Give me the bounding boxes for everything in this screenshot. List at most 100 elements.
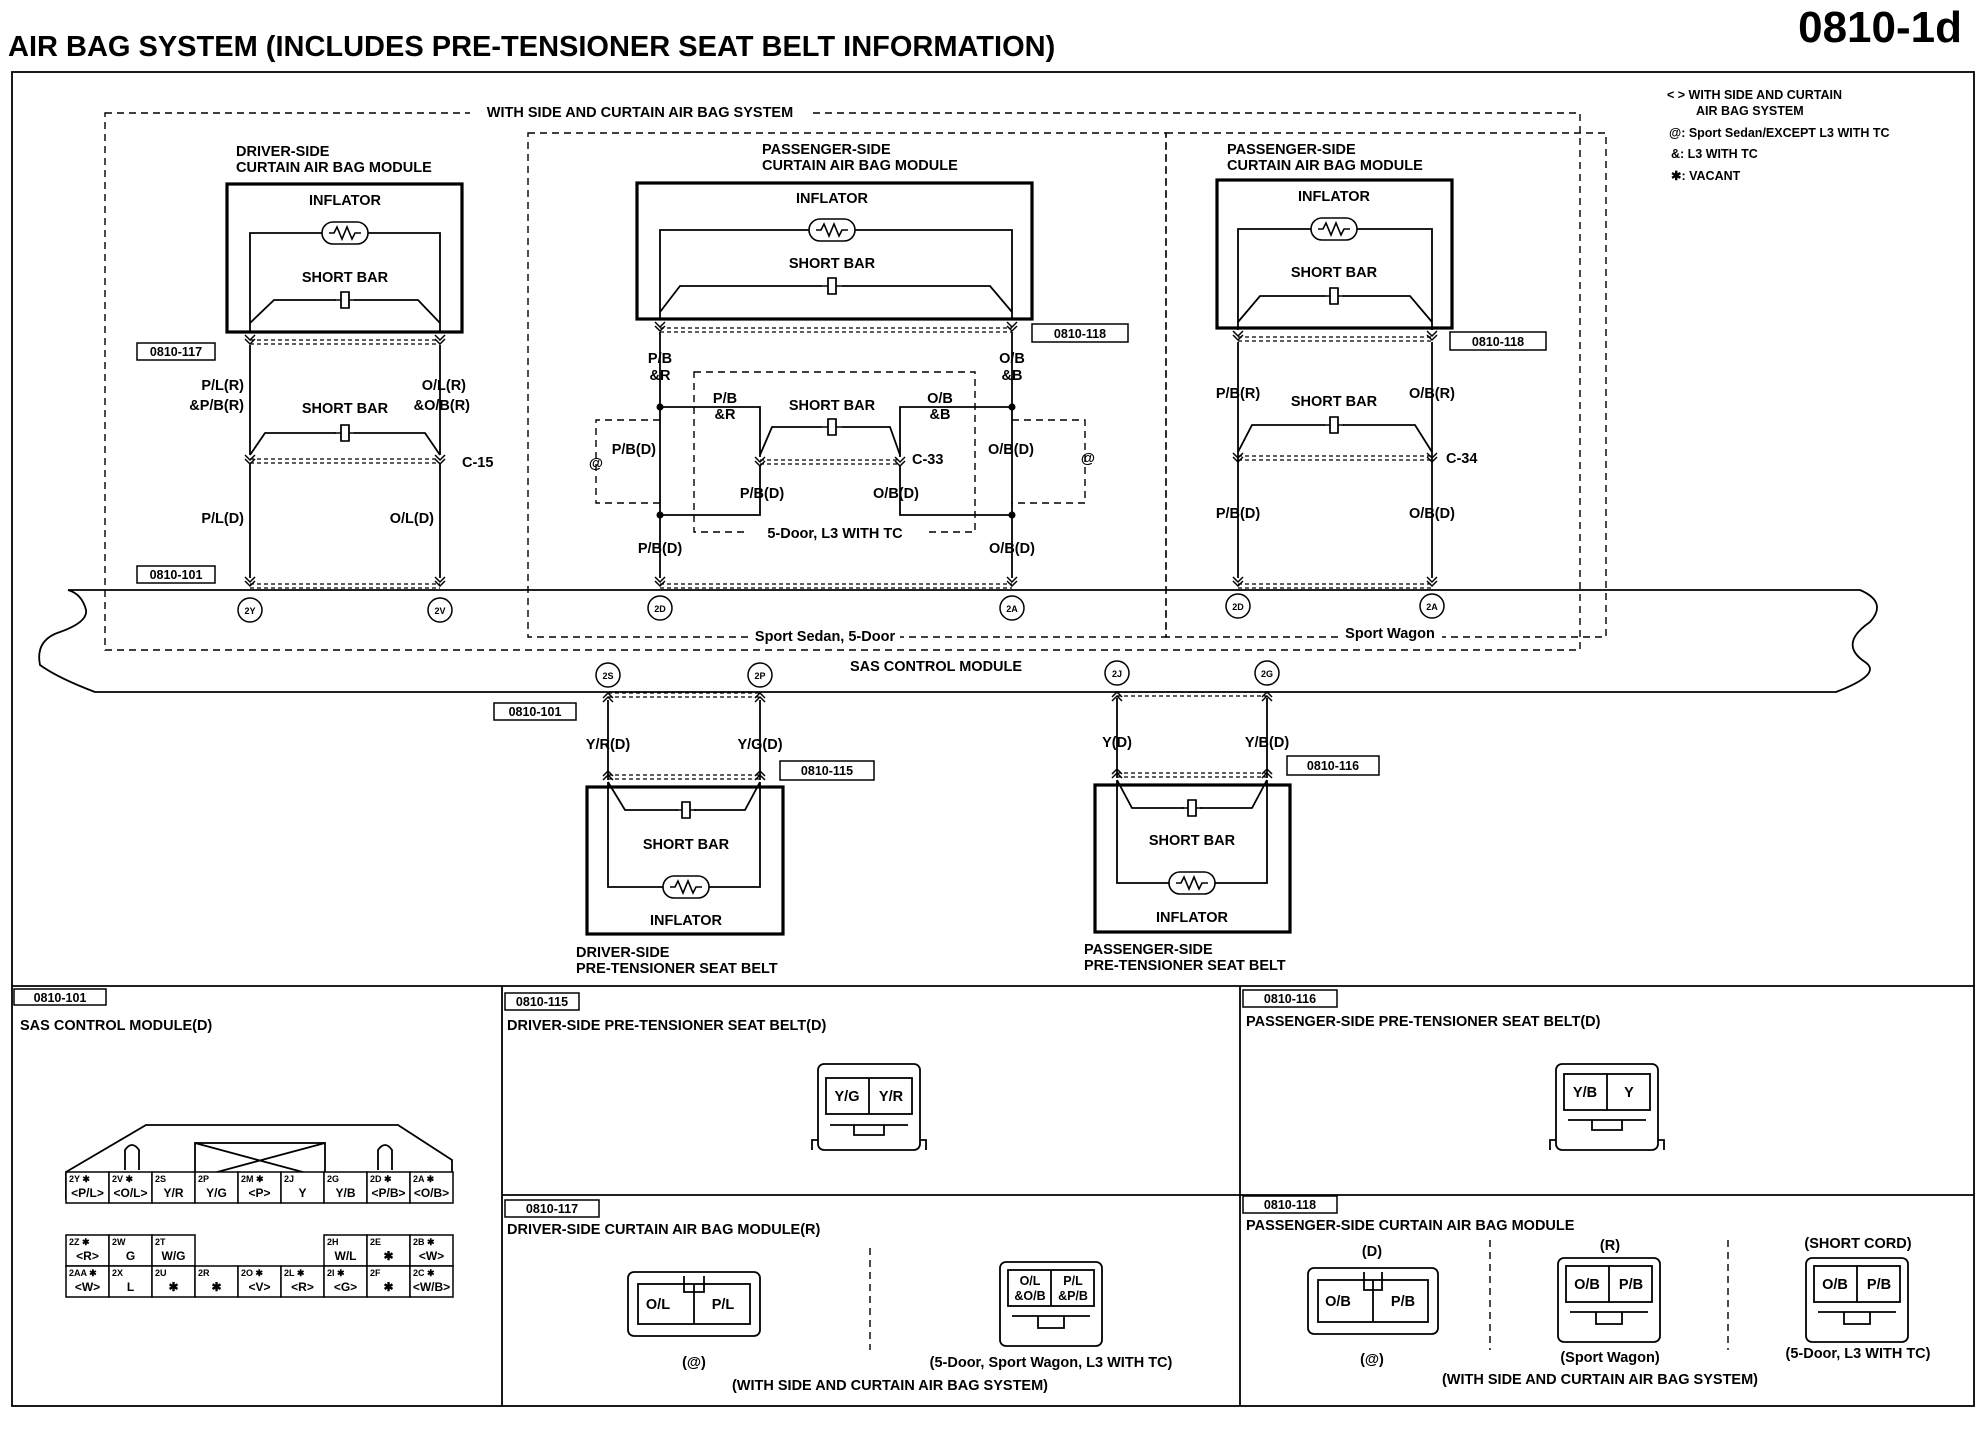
svg-text:O/L(R): O/L(R) — [422, 378, 466, 394]
sas-pin-color: <V> — [248, 1280, 270, 1294]
svg-text:P/B: P/B — [1619, 1277, 1643, 1293]
svg-text:SHORT BAR: SHORT BAR — [1291, 394, 1378, 410]
sas-pin-number: 2A ✱ — [413, 1174, 435, 1184]
svg-text:2D: 2D — [1232, 602, 1244, 612]
sas-pin-number: 2D ✱ — [370, 1174, 392, 1184]
sas-pin-number: 2AA ✱ — [69, 1268, 97, 1278]
passenger-curtain-right-wiring: 0810-118 P/B(R) O/B(R) SHORT BAR C-34 P/… — [1216, 330, 1547, 642]
svg-text:PASSENGER-SIDE PRE-TENSIONER S: PASSENGER-SIDE PRE-TENSIONER SEAT BELT(D… — [1246, 1014, 1601, 1030]
svg-text:0810-101: 0810-101 — [34, 991, 87, 1005]
svg-text:P/L(D): P/L(D) — [201, 511, 244, 527]
sas-pin-number: 2P — [198, 1174, 209, 1184]
svg-text:C-15: C-15 — [462, 455, 493, 471]
sas-pin-cell — [323, 1265, 368, 1298]
sas-pin-color: <W> — [75, 1280, 100, 1294]
sas-pin-number: 2X — [112, 1268, 123, 1278]
svg-text:SAS CONTROL MODULE(D): SAS CONTROL MODULE(D) — [20, 1018, 212, 1034]
sas-pin-color: Y — [298, 1186, 306, 1200]
driver-pretensioner-wiring: 2S 2P 0810-101 Y/R(D) Y/G(D) 0810-115 — [493, 662, 875, 781]
svg-text:@: Sport Sedan/EXCEPT L3 WITH: @: Sport Sedan/EXCEPT L3 WITH TC — [1669, 126, 1890, 140]
panel-driver-curtain: 0810-117 DRIVER-SIDE CURTAIN AIR BAG MOD… — [504, 1199, 1173, 1394]
svg-text:P/B(D): P/B(D) — [1216, 506, 1260, 522]
sas-pin-cell — [108, 1171, 153, 1204]
svg-text:SHORT BAR: SHORT BAR — [302, 270, 389, 286]
svg-text:0810-117: 0810-117 — [526, 1202, 578, 1216]
svg-text:O/L: O/L — [1020, 1274, 1041, 1288]
sas-pin-color: <P> — [248, 1186, 270, 1200]
svg-text:0810-116: 0810-116 — [1264, 992, 1316, 1006]
svg-text:0810-101: 0810-101 — [150, 568, 203, 582]
svg-text:P/L(R): P/L(R) — [201, 378, 244, 394]
svg-text:Sport Wagon: Sport Wagon — [1345, 626, 1435, 642]
svg-text:C-34: C-34 — [1446, 451, 1477, 467]
sas-pin-color: ✱ — [168, 1280, 178, 1294]
panel-driver-pretensioner: 0810-115 DRIVER-SIDE PRE-TENSIONER SEAT … — [504, 992, 927, 1151]
svg-text:2A: 2A — [1426, 602, 1438, 612]
svg-text:2V: 2V — [434, 606, 445, 616]
svg-text:PRE-TENSIONER SEAT BELT: PRE-TENSIONER SEAT BELT — [576, 961, 778, 977]
sas-pin-cell — [194, 1265, 239, 1298]
sas-pin-color: ✱ — [383, 1249, 393, 1263]
svg-text:(D): (D) — [1362, 1244, 1382, 1260]
sas-pin-color: <G> — [334, 1280, 357, 1294]
sas-pin-number: 2F — [370, 1268, 381, 1278]
sas-pin-color: W/L — [335, 1249, 357, 1263]
svg-text:2P: 2P — [754, 671, 765, 681]
svg-text:PASSENGER-SIDE: PASSENGER-SIDE — [1084, 942, 1213, 958]
driver-pretensioner-module: SHORT BAR INFLATOR DRIVER-SIDE PRE-TENSI… — [576, 781, 785, 977]
sas-pin-color: <P/B> — [371, 1186, 405, 1200]
sas-pin-number: 2I ✱ — [327, 1268, 345, 1278]
sas-pin-cell — [65, 1171, 110, 1204]
sas-pin-color: ✱ — [383, 1280, 393, 1294]
svg-text:0810-116: 0810-116 — [1307, 759, 1359, 773]
svg-text:(5-Door, Sport Wagon, L3 WITH: (5-Door, Sport Wagon, L3 WITH TC) — [930, 1355, 1173, 1371]
svg-text:O/B: O/B — [1822, 1277, 1848, 1293]
driver-curtain-module: DRIVER-SIDE CURTAIN AIR BAG MODULE INFLA… — [225, 144, 464, 334]
sas-pin-color: ✱ — [211, 1280, 221, 1294]
svg-text:(5-Door, L3 WITH TC): (5-Door, L3 WITH TC) — [1786, 1346, 1931, 1362]
sas-pin-cell — [280, 1171, 325, 1204]
svg-text:SHORT BAR: SHORT BAR — [1291, 265, 1378, 281]
svg-text:P/B: P/B — [713, 391, 737, 407]
sas-pin-number: 2H — [327, 1237, 339, 1247]
sas-pin-number: 2J — [284, 1174, 294, 1184]
sas-pin-cell — [65, 1265, 110, 1298]
svg-text:2A: 2A — [1006, 604, 1018, 614]
svg-text:SHORT BAR: SHORT BAR — [1149, 833, 1236, 849]
sas-module-label: SAS CONTROL MODULE — [850, 659, 1022, 675]
sas-pin-color: W/G — [162, 1249, 186, 1263]
svg-text:0810-117: 0810-117 — [150, 345, 202, 359]
sas-pin-number: 2R — [198, 1268, 210, 1278]
svg-text:DRIVER-SIDE CURTAIN AIR BAG MO: DRIVER-SIDE CURTAIN AIR BAG MODULE(R) — [507, 1222, 821, 1238]
svg-text:INFLATOR: INFLATOR — [1298, 189, 1370, 205]
svg-text:INFLATOR: INFLATOR — [650, 913, 722, 929]
sas-pin-color: <R> — [291, 1280, 314, 1294]
svg-text:0810-118: 0810-118 — [1264, 1198, 1316, 1212]
panel-passenger-curtain: 0810-118 PASSENGER-SIDE CURTAIN AIR BAG … — [1242, 1195, 1931, 1388]
sas-pin-number: 2E — [370, 1237, 381, 1247]
sas-pin-color: <W/B> — [413, 1280, 450, 1294]
passenger-pretensioner-module: SHORT BAR INFLATOR PASSENGER-SIDE PRE-TE… — [1084, 779, 1292, 974]
svg-text:INFLATOR: INFLATOR — [1156, 910, 1228, 926]
sas-pin-number: 2V ✱ — [112, 1174, 134, 1184]
svg-text:P/B(D): P/B(D) — [638, 541, 682, 557]
sas-pin-color: <R> — [76, 1249, 99, 1263]
sas-pin-number: 2W — [112, 1237, 126, 1247]
svg-text:P/B(R): P/B(R) — [1216, 386, 1260, 402]
svg-text:SHORT BAR: SHORT BAR — [789, 398, 876, 414]
svg-text:0810-115: 0810-115 — [516, 995, 568, 1009]
svg-text:5-Door, L3 WITH TC: 5-Door, L3 WITH TC — [767, 526, 903, 542]
svg-text:&R: &R — [715, 407, 736, 423]
legend: < > WITH SIDE AND CURTAIN AIR BAG SYSTEM… — [1667, 88, 1890, 183]
svg-text:CURTAIN AIR BAG MODULE: CURTAIN AIR BAG MODULE — [1227, 158, 1423, 174]
svg-text:INFLATOR: INFLATOR — [309, 193, 381, 209]
sas-pin-cell — [151, 1234, 196, 1267]
svg-text:0810-118: 0810-118 — [1472, 335, 1524, 349]
outer-frame — [11, 71, 1975, 1407]
svg-text:Y(D): Y(D) — [1102, 735, 1132, 751]
passenger-pretensioner-wiring: 2J 2G Y(D) Y/B(D) 0810-116 — [1102, 660, 1380, 779]
svg-text:Y/B(D): Y/B(D) — [1245, 735, 1289, 751]
panel-sas-connector: 0810-101 SAS CONTROL MODULE(D) 2Y ✱<P/L>… — [13, 988, 454, 1298]
sport-sedan-region — [527, 132, 1167, 638]
